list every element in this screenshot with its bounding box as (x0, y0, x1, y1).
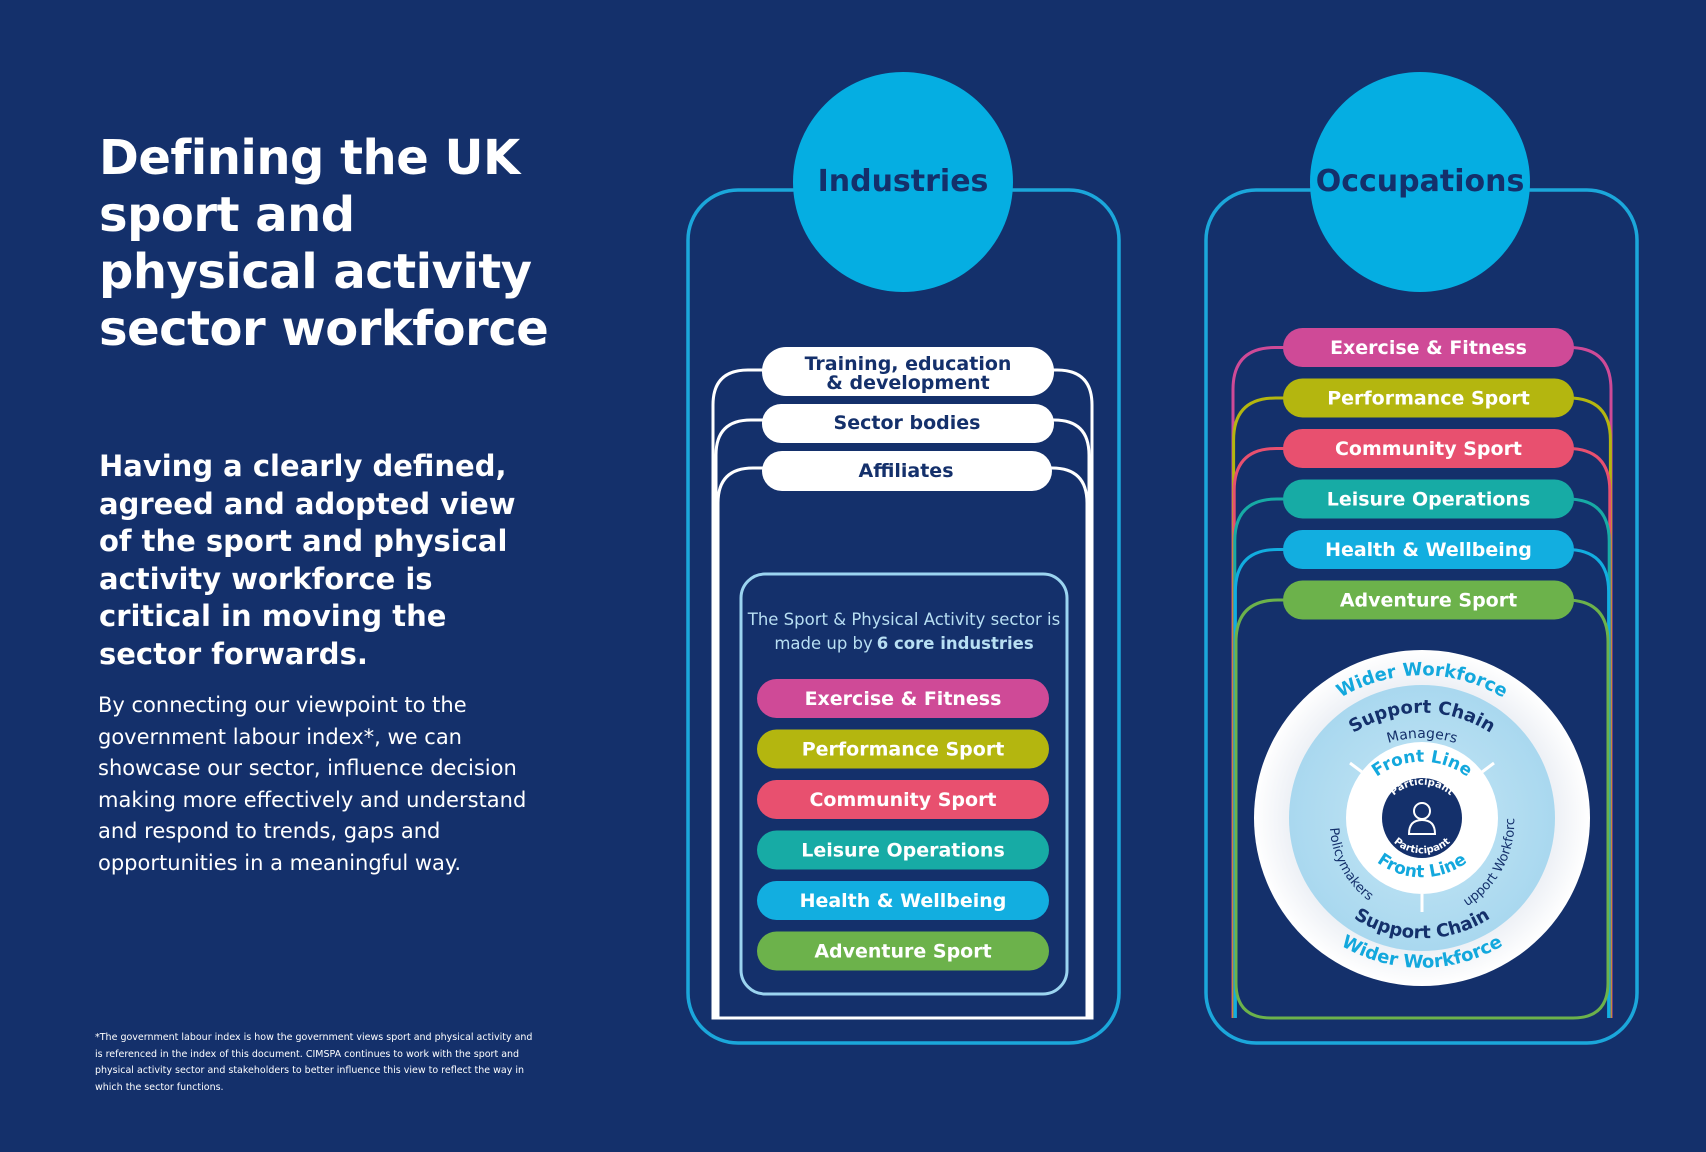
occupation-layer-base (1234, 982, 1610, 1020)
pill-training-label-2: & development (826, 372, 989, 394)
occupations-header-circle (1310, 72, 1530, 292)
ring-divider-right (1473, 761, 1495, 780)
core-pill-label-0: Exercise & Fitness (805, 688, 1002, 710)
core-pill-label-5: Adventure Sport (814, 941, 991, 963)
core-pill-4 (757, 881, 1049, 920)
page-title: Defining the UK sport and physical activ… (99, 130, 549, 357)
footnote: *The government labour index is how the … (95, 1032, 533, 1093)
industries-panel: Industries Training, education & develop… (686, 72, 1121, 1045)
core-pill-2 (757, 780, 1049, 819)
pill-affiliates-label: Affiliates (858, 460, 953, 482)
occupation-pill-1 (1283, 378, 1574, 418)
pill-training-label-1: Training, education (805, 353, 1012, 375)
core-pill-label-4: Health & Wellbeing (800, 890, 1007, 912)
occupation-pill-0 (1283, 328, 1574, 367)
industries-title: Industries (818, 164, 989, 199)
occupation-pill-label-5: Adventure Sport (1340, 590, 1517, 612)
pill-sector-bodies-label: Sector bodies (834, 412, 981, 434)
participant-icon (1407, 802, 1437, 835)
occupation-pill-label-2: Community Sport (1335, 438, 1522, 460)
occupations-title: Occupations (1316, 164, 1525, 199)
occupation-pill-label-1: Performance Sport (1327, 388, 1530, 410)
core-pill-5 (757, 931, 1049, 971)
lead-paragraph: Having a clearly defined, agreed and ado… (99, 449, 516, 671)
occupation-pill-label-0: Exercise & Fitness (1330, 337, 1527, 359)
body-paragraph: By connecting our viewpoint to the gover… (98, 693, 527, 875)
occupation-pill-3 (1283, 479, 1574, 519)
core-intro-line-1: The Sport & Physical Activity sector is (747, 610, 1061, 629)
ring-divider-left (1349, 761, 1371, 780)
occupation-pill-label-3: Leisure Operations (1327, 489, 1531, 511)
industries-header-circle (793, 72, 1013, 292)
pill-training (762, 347, 1054, 396)
core-pill-label-1: Performance Sport (802, 739, 1005, 761)
layer-training-outline (711, 368, 1094, 1020)
occupation-pill-2 (1283, 429, 1574, 468)
pill-sector-bodies (762, 404, 1054, 443)
core-pill-1 (757, 729, 1049, 769)
occupation-pill-label-4: Health & Wellbeing (1325, 539, 1532, 561)
pill-affiliates (762, 451, 1052, 491)
core-pill-label-2: Community Sport (809, 789, 996, 811)
occupation-pill-4 (1283, 530, 1574, 569)
managers-label: Managers (1385, 726, 1459, 747)
core-pill-label-3: Leisure Operations (801, 840, 1005, 862)
core-pill-0 (757, 679, 1049, 718)
core-pill-3 (757, 830, 1049, 870)
occupation-pill-5 (1283, 580, 1574, 620)
